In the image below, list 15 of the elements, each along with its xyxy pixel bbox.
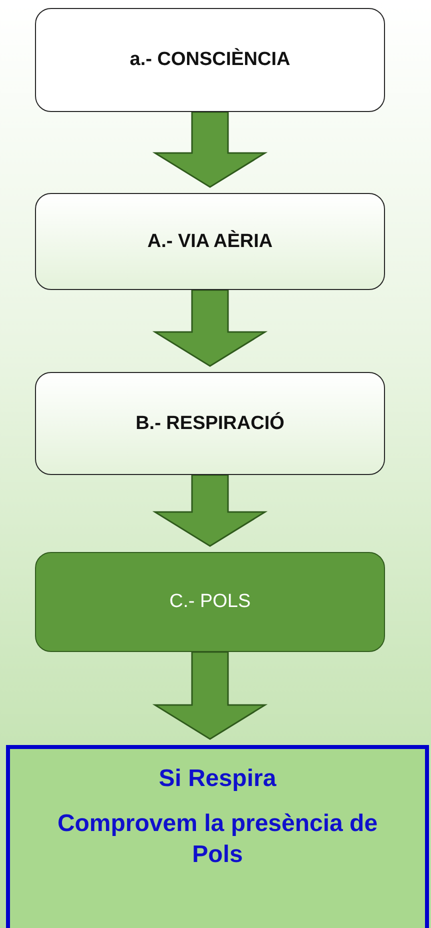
process-box [35, 552, 385, 652]
process-box [35, 193, 385, 290]
note-panel [6, 745, 429, 928]
block-arrow [152, 111, 268, 188]
note-text: Comprovem la presència de Pols [56, 809, 379, 870]
process-box [35, 8, 385, 112]
box-label: C.- POLS [169, 591, 251, 613]
block-arrow [152, 651, 268, 740]
block-arrow [152, 474, 268, 547]
process-box [35, 372, 385, 475]
block-arrow [152, 289, 268, 367]
box-label: A.- VIA AÈRIA [147, 230, 273, 252]
box-label: a.- CONSCIÈNCIA [130, 49, 290, 71]
note-text: Si Respira [158, 764, 276, 794]
box-label: B.- RESPIRACIÓ [136, 412, 284, 434]
